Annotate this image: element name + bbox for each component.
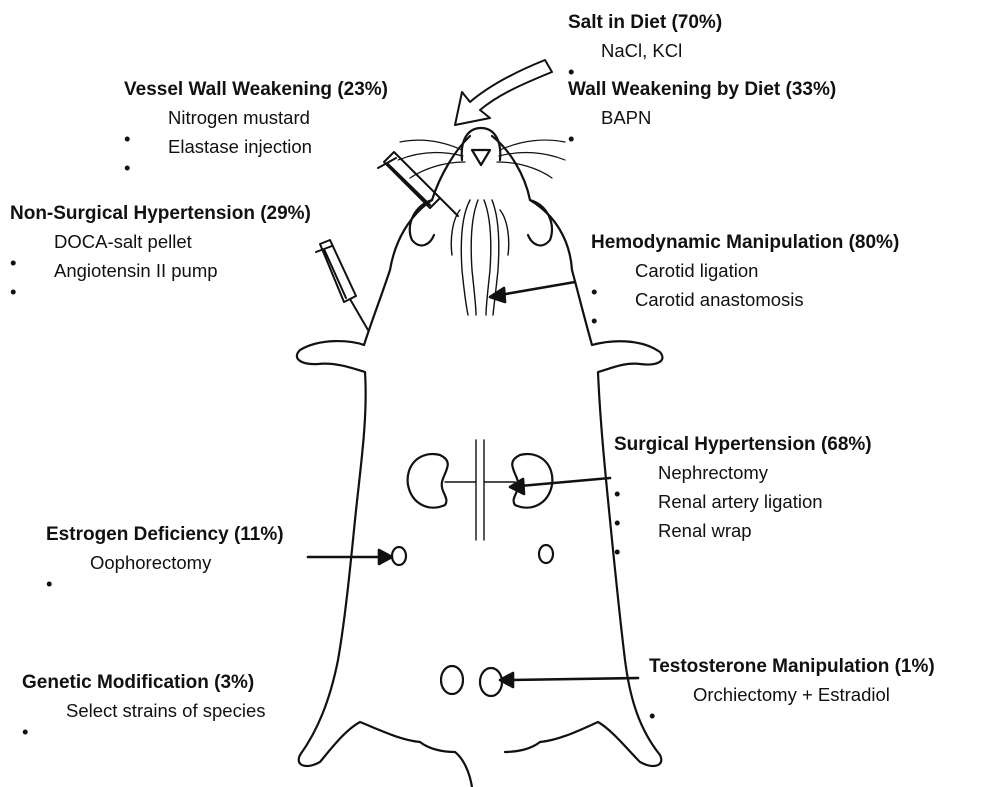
list-item: Select strains of species bbox=[22, 696, 265, 725]
list-item: Oophorectomy bbox=[46, 548, 284, 577]
block-non-surgical-hypertension: Non-Surgical Hypertension (29%) DOCA-sal… bbox=[10, 201, 311, 285]
block-genetic-modification: Genetic Modification (3%) Select strains… bbox=[22, 670, 265, 725]
block-title: Wall Weakening by Diet (33%) bbox=[568, 77, 836, 103]
ovary-right bbox=[539, 545, 553, 563]
syringe-flank-icon bbox=[316, 240, 368, 330]
list-item: Nephrectomy bbox=[614, 458, 872, 487]
syringe-neck-icon bbox=[378, 152, 458, 216]
list-item: NaCl, KCl bbox=[568, 36, 722, 65]
list-item: Renal wrap bbox=[614, 516, 872, 545]
ovary-left bbox=[392, 547, 406, 565]
block-hemodynamic-manipulation: Hemodynamic Manipulation (80%) Carotid l… bbox=[591, 230, 899, 314]
block-estrogen-deficiency: Estrogen Deficiency (11%) Oophorectomy bbox=[46, 522, 284, 577]
block-testosterone-manipulation: Testosterone Manipulation (1%) Orchiecto… bbox=[649, 654, 935, 709]
mouse-body-outline bbox=[297, 136, 472, 787]
kidney-left bbox=[408, 454, 448, 508]
testis-left bbox=[441, 666, 463, 694]
list-item: Nitrogen mustard bbox=[124, 103, 388, 132]
list-item: Orchiectomy + Estradiol bbox=[649, 680, 935, 709]
block-wall-weakening-diet: Wall Weakening by Diet (33%) BAPN bbox=[568, 77, 836, 132]
whiskers bbox=[398, 140, 565, 178]
block-vessel-wall-weakening: Vessel Wall Weakening (23%) Nitrogen mus… bbox=[124, 77, 388, 161]
block-title: Salt in Diet (70%) bbox=[568, 10, 722, 36]
list-item: DOCA-salt pellet bbox=[10, 227, 311, 256]
list-item: Renal artery ligation bbox=[614, 487, 872, 516]
block-title: Vessel Wall Weakening (23%) bbox=[124, 77, 388, 103]
mouse-nose bbox=[462, 128, 501, 160]
salt-curved-arrow bbox=[455, 60, 552, 125]
block-title: Surgical Hypertension (68%) bbox=[614, 432, 872, 458]
list-item: Carotid ligation bbox=[591, 256, 899, 285]
block-title: Genetic Modification (3%) bbox=[22, 670, 265, 696]
list-item: Angiotensin II pump bbox=[10, 256, 311, 285]
list-item: Elastase injection bbox=[124, 132, 388, 161]
block-title: Non-Surgical Hypertension (29%) bbox=[10, 201, 311, 227]
renal-vessels bbox=[445, 440, 515, 540]
block-title: Estrogen Deficiency (11%) bbox=[46, 522, 284, 548]
list-item: BAPN bbox=[568, 103, 836, 132]
block-title: Hemodynamic Manipulation (80%) bbox=[591, 230, 899, 256]
mouse-mouth bbox=[472, 150, 490, 165]
block-salt-in-diet: Salt in Diet (70%) NaCl, KCl bbox=[568, 10, 722, 65]
block-surgical-hypertension: Surgical Hypertension (68%) Nephrectomy … bbox=[614, 432, 872, 545]
block-title: Testosterone Manipulation (1%) bbox=[649, 654, 935, 680]
list-item: Carotid anastomosis bbox=[591, 285, 899, 314]
testis-right bbox=[480, 668, 502, 696]
